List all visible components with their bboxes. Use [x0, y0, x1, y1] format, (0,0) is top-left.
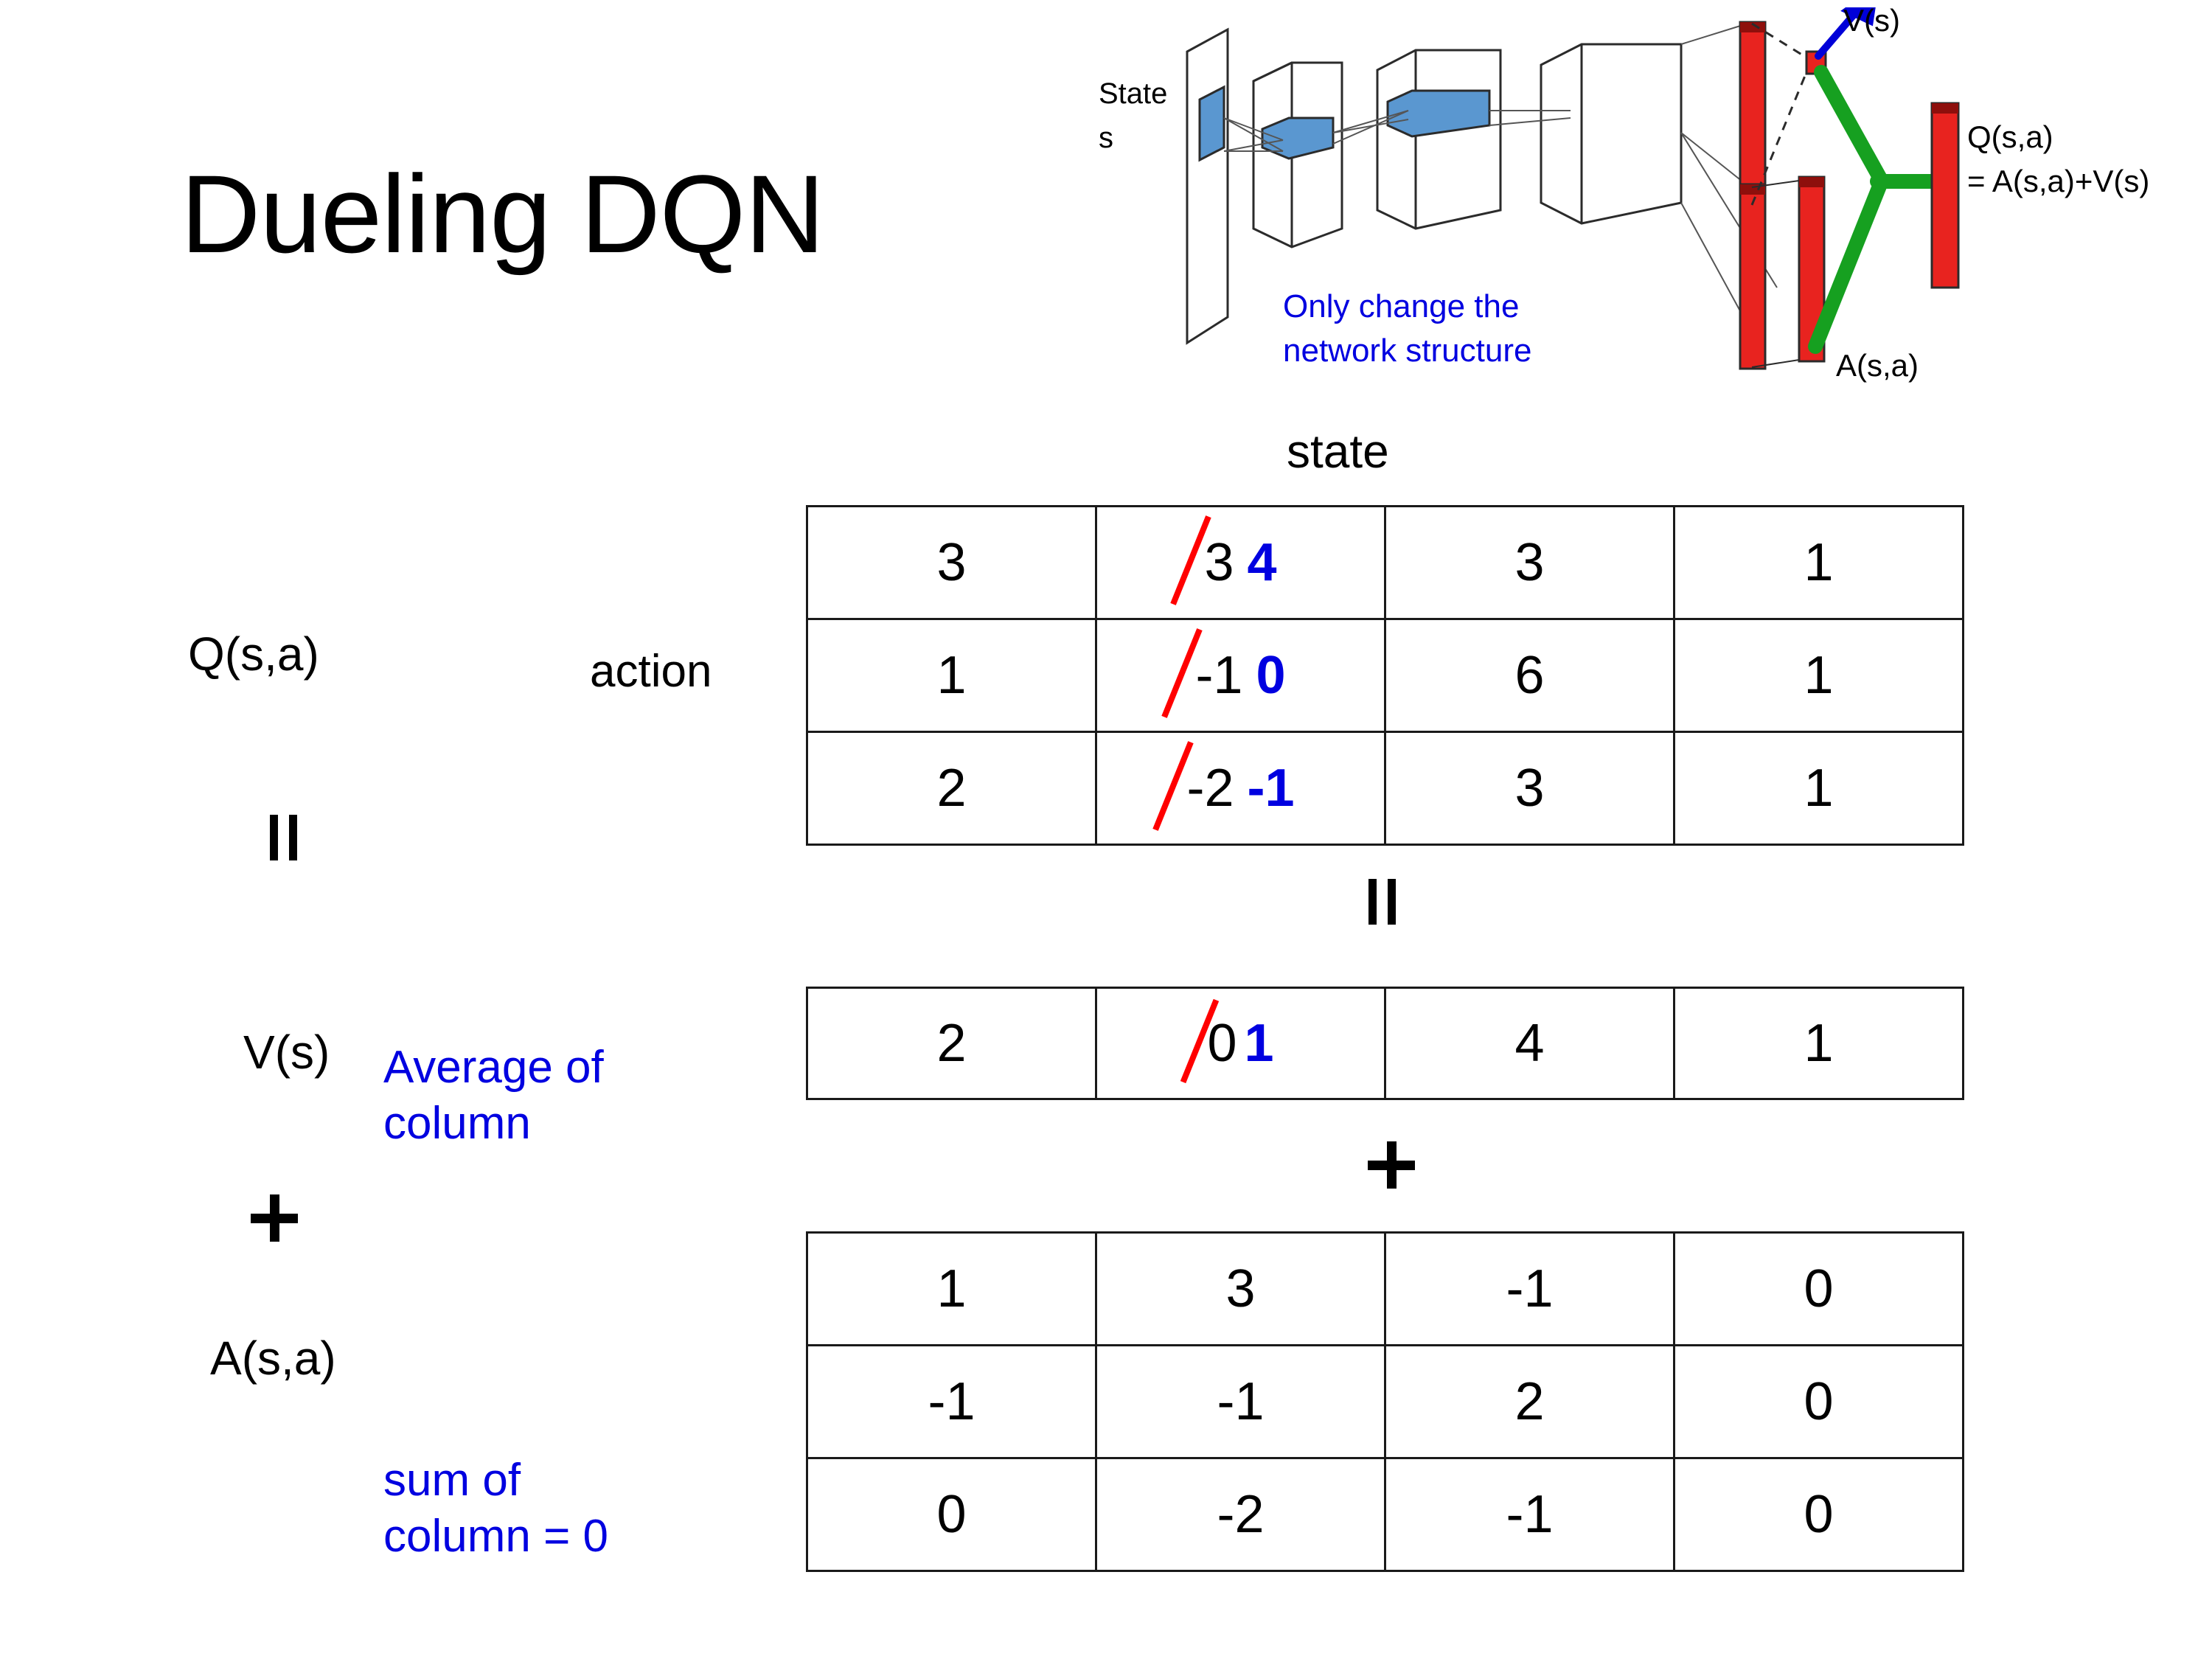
dueling-network-diagram: State s Only change the network structur…	[1099, 7, 2205, 406]
diagram-input-label-line1: State	[1099, 77, 1167, 110]
q-cell-r0c2: 3	[1384, 505, 1675, 620]
q-cell-r2c0: 2	[806, 731, 1097, 846]
table-row: 0 -2 -1 0	[806, 1457, 1964, 1572]
q-cell-r2c3: 1	[1673, 731, 1964, 846]
diagram-output-label-line1: Q(s,a)	[1967, 119, 2053, 154]
diagram-value-head-label: V(s)	[1843, 7, 1900, 38]
v-cell-c3: 1	[1673, 987, 1964, 1100]
a-cell-r2c0: 0	[806, 1457, 1097, 1572]
diagram-output-label-line2: = A(s,a)+V(s)	[1967, 164, 2149, 198]
q-cell-r1c0: 1	[806, 618, 1097, 733]
state-axis-label: state	[1287, 425, 1389, 478]
table-row: 1 3 -1 0	[806, 1231, 1964, 1346]
q-cell-r1c3: 1	[1673, 618, 1964, 733]
average-of-column-note-line2: column	[383, 1097, 531, 1149]
struck-value: -1	[1195, 646, 1243, 705]
corrected-value: -2-1	[1186, 758, 1294, 818]
action-axis-label: action	[590, 646, 712, 697]
new-value: 1	[1244, 1014, 1274, 1073]
q-function-label: Q(s,a)	[188, 627, 319, 681]
table-row: 2 -2-1 3 1	[806, 731, 1964, 846]
new-value: -1	[1247, 759, 1295, 818]
diagram-advantage-head-label: A(s,a)	[1836, 348, 1919, 383]
advantage-value-table: 1 3 -1 0 -1 -1 2 0 0 -2 -1 0	[806, 1231, 1964, 1572]
struck-value: -2	[1186, 759, 1234, 818]
diagram-note-line2: network structure	[1283, 333, 1531, 369]
table-row: -1 -1 2 0	[806, 1344, 1964, 1459]
q-cell-r0c0: 3	[806, 505, 1097, 620]
q-cell-r2c1: -2-1	[1095, 731, 1386, 846]
a-cell-r0c3: 0	[1673, 1231, 1964, 1346]
diagram-note-line1: Only change the	[1283, 288, 1519, 324]
diagram-input-label-line2: s	[1099, 122, 1113, 154]
a-cell-r2c3: 0	[1673, 1457, 1964, 1572]
average-of-column-note: Average of column	[383, 1040, 604, 1151]
new-value: 4	[1247, 533, 1277, 592]
a-cell-r2c1: -2	[1095, 1457, 1386, 1572]
v-function-label: V(s)	[243, 1026, 330, 1079]
sum-of-column-note: sum of column = 0	[383, 1453, 608, 1564]
q-cell-r0c3: 1	[1673, 505, 1964, 620]
struck-value: 0	[1207, 1014, 1237, 1073]
a-cell-r1c2: 2	[1384, 1344, 1675, 1459]
v-cell-c2: 4	[1384, 987, 1675, 1100]
a-cell-r1c0: -1	[806, 1344, 1097, 1459]
sum-of-column-note-line2: column = 0	[383, 1510, 609, 1562]
page-title: Dueling DQN	[181, 152, 825, 276]
a-cell-r0c2: -1	[1384, 1231, 1675, 1346]
a-cell-r1c1: -1	[1095, 1344, 1386, 1459]
struck-value: 3	[1204, 533, 1234, 592]
equals-sign-left	[264, 815, 307, 860]
a-function-label: A(s,a)	[210, 1332, 336, 1385]
new-value: 0	[1256, 646, 1286, 705]
plus-sign-left	[251, 1194, 298, 1242]
q-cell-r2c2: 3	[1384, 731, 1675, 846]
q-cell-r1c2: 6	[1384, 618, 1675, 733]
a-cell-r1c3: 0	[1673, 1344, 1964, 1459]
a-cell-r0c0: 1	[806, 1231, 1097, 1346]
a-cell-r2c2: -1	[1384, 1457, 1675, 1572]
equals-sign-middle	[1363, 879, 1405, 925]
a-cell-r0c1: 3	[1095, 1231, 1386, 1346]
sum-of-column-note-line1: sum of	[383, 1455, 521, 1506]
average-of-column-note-line1: Average of	[383, 1042, 604, 1093]
v-cell-c0: 2	[806, 987, 1097, 1100]
plus-sign-middle	[1368, 1141, 1415, 1189]
